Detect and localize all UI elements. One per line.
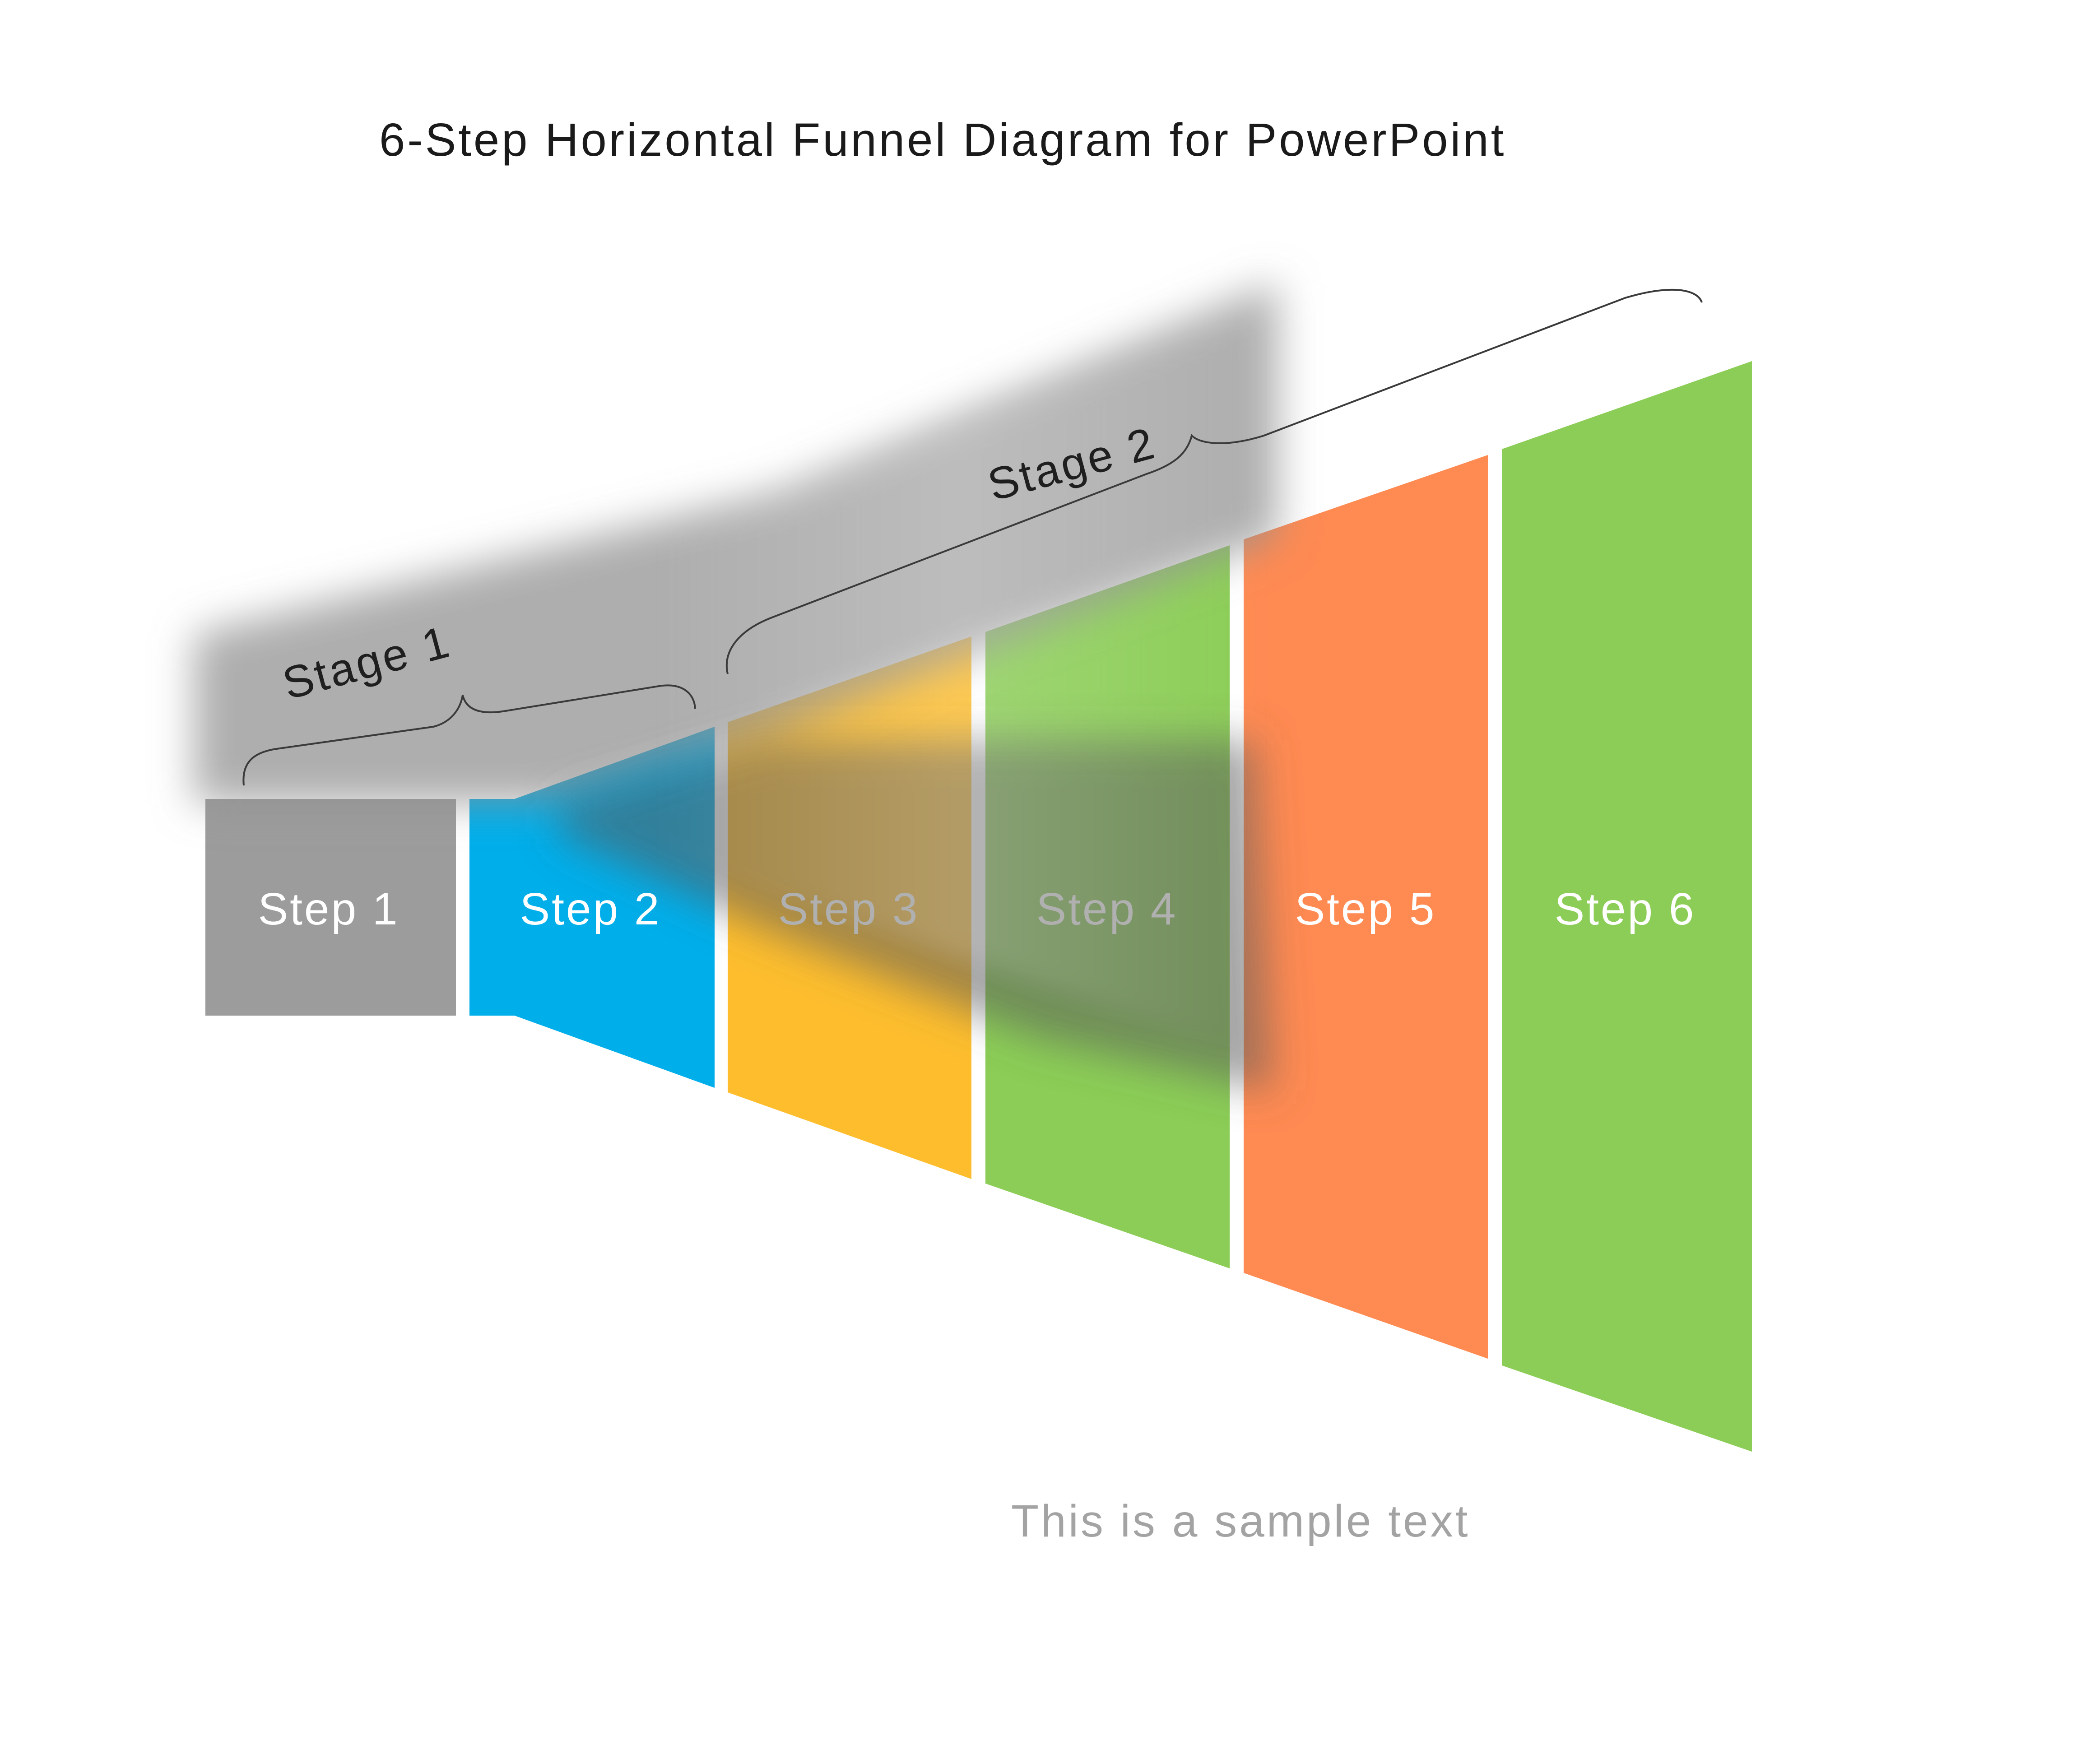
step-1-panel	[205, 799, 456, 1016]
step-6-label: Step 6	[1554, 884, 1696, 934]
step-4-label: Step 4	[1036, 884, 1177, 934]
step-6-panel	[1502, 361, 1752, 1452]
sample-note-text: This is a sample text	[1011, 1496, 1470, 1546]
stage-1-brace	[242, 684, 696, 786]
step-2-label: Step 2	[520, 884, 661, 934]
step-5-label: Step 5	[1295, 884, 1436, 934]
step-3-label: Step 3	[778, 884, 919, 934]
shadow-overlay	[194, 282, 1277, 1092]
step-labels: Step 1 Step 2 Step 3 Step 4 Step 5 Step …	[258, 884, 1696, 934]
shadow-highlight-stripes	[659, 316, 1264, 1061]
step-1-label: Step 1	[258, 884, 399, 934]
stage-2-brace	[725, 288, 1703, 674]
step-5-panel	[1244, 455, 1488, 1359]
page-title: 6-Step Horizontal Funnel Diagram for Pow…	[379, 114, 1506, 166]
